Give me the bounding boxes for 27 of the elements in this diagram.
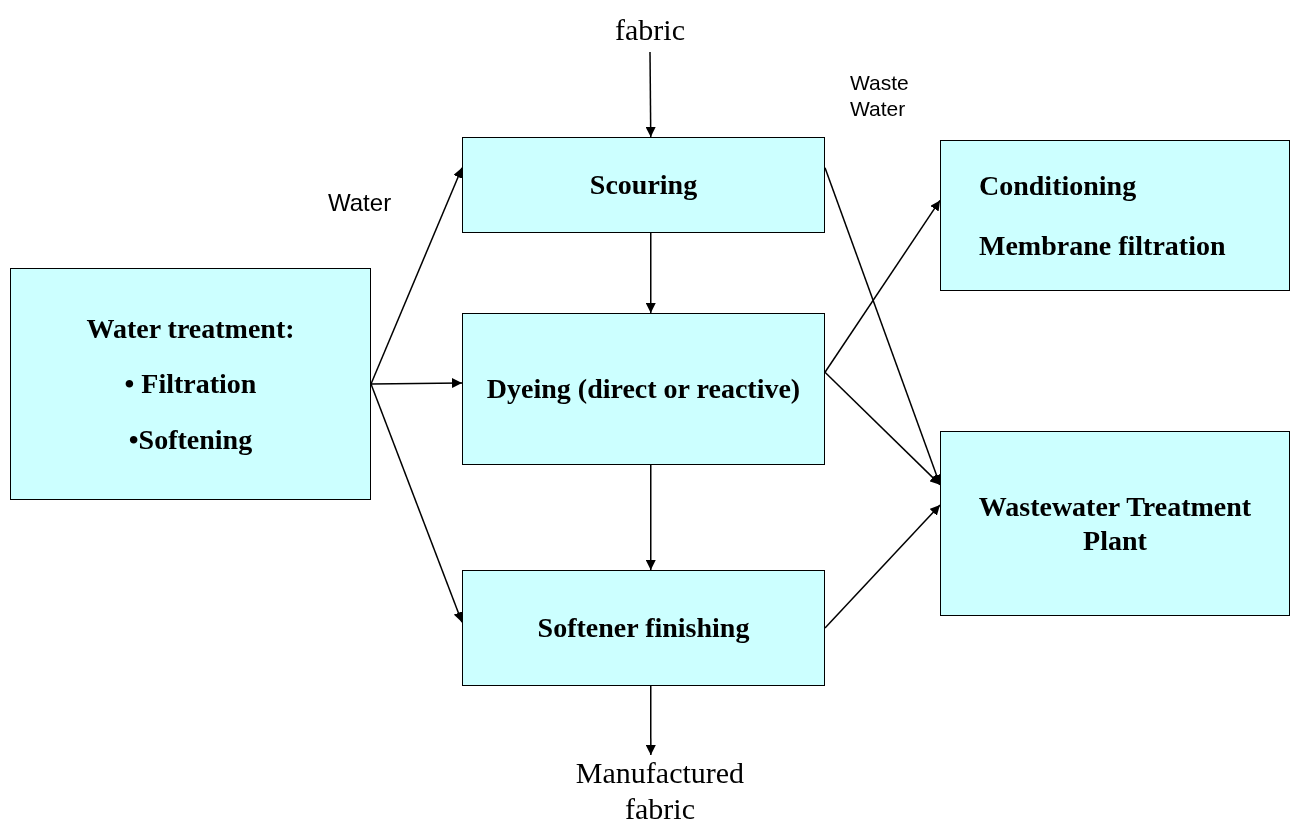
box-text: Membrane filtration <box>979 228 1226 263</box>
flow-label: fabric <box>615 12 685 48</box>
arrow <box>824 371 941 486</box>
process-box <box>940 431 1290 616</box>
box-text: • Filtration <box>124 367 257 401</box>
box-text: Wastewater Treatment Plant <box>977 489 1253 558</box>
arrow <box>645 464 656 571</box>
arrow <box>645 51 656 138</box>
arrow <box>824 504 941 629</box>
arrow <box>824 199 941 374</box>
arrow <box>645 685 656 756</box>
arrow <box>645 232 656 314</box>
box-text: Scouring <box>589 168 698 202</box>
process-box <box>462 570 825 686</box>
arrow <box>370 383 464 623</box>
process-box <box>940 140 1290 291</box>
box-text: Softener finishing <box>537 611 750 645</box>
arrow <box>370 166 463 385</box>
process-box <box>462 137 825 233</box>
box-text: Dyeing (direct or reactive) <box>486 372 801 406</box>
arrow <box>370 378 463 389</box>
process-box <box>462 313 825 465</box>
box-text: Conditioning <box>979 168 1137 203</box>
box-text: •Softening <box>128 422 253 457</box>
box-text: Water treatment: <box>86 311 295 346</box>
flow-label: Manufactured fabric <box>574 755 746 827</box>
process-box <box>10 268 371 500</box>
